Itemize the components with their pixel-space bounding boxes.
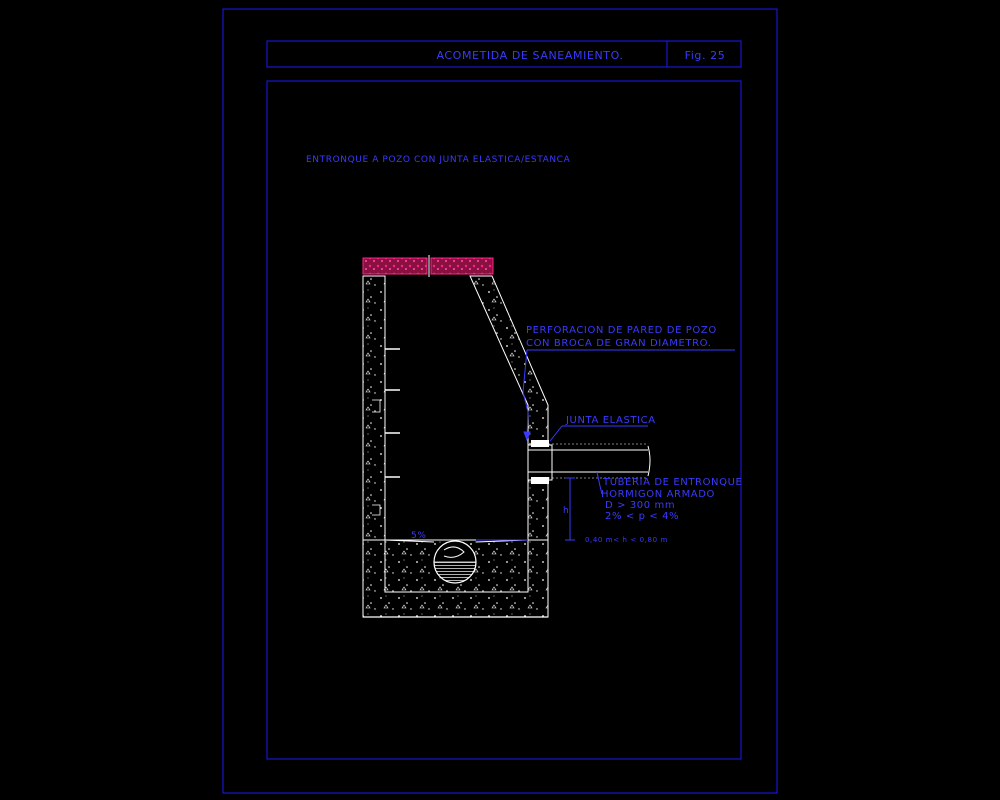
manhole-left-wall <box>362 275 386 541</box>
label-diameter: D > 300 mm <box>605 500 675 511</box>
sheet-title: ACOMETIDA DE SANEAMIENTO. <box>436 49 623 62</box>
label-h-range: 0,40 m< h < 0,80 m <box>585 536 668 544</box>
label-hormigon-armado: HORMIGON ARMADO <box>601 489 715 500</box>
drawing-heading: ENTRONQUE A POZO CON JUNTA ELASTICA/ESTA… <box>306 155 571 165</box>
label-tuberia-entronque: TUBERIA DE ENTRONQUE <box>602 477 742 488</box>
title-block-frame <box>266 40 742 68</box>
sheet-outer-frame <box>222 8 778 794</box>
label-perforacion-line2: CON BROCA DE GRAN DIAMETRO. <box>526 338 712 349</box>
figure-number: Fig. 25 <box>685 49 726 62</box>
label-junta-elastica: JUNTA ELASTICA <box>565 415 656 426</box>
leader-lines <box>476 349 735 541</box>
drawing-area-frame <box>266 80 742 760</box>
label-slope-range: 2% < p < 4% <box>605 511 679 522</box>
label-h-dimension: h <box>563 506 569 516</box>
label-perforacion-line1: PERFORACION DE PARED DE POZO <box>526 325 717 336</box>
manhole-cover <box>362 255 494 277</box>
bench-channel <box>384 539 529 584</box>
manhole-right-wall-cone <box>469 275 549 541</box>
label-bench-slope: 5% <box>411 531 426 541</box>
step-irons <box>385 348 400 478</box>
